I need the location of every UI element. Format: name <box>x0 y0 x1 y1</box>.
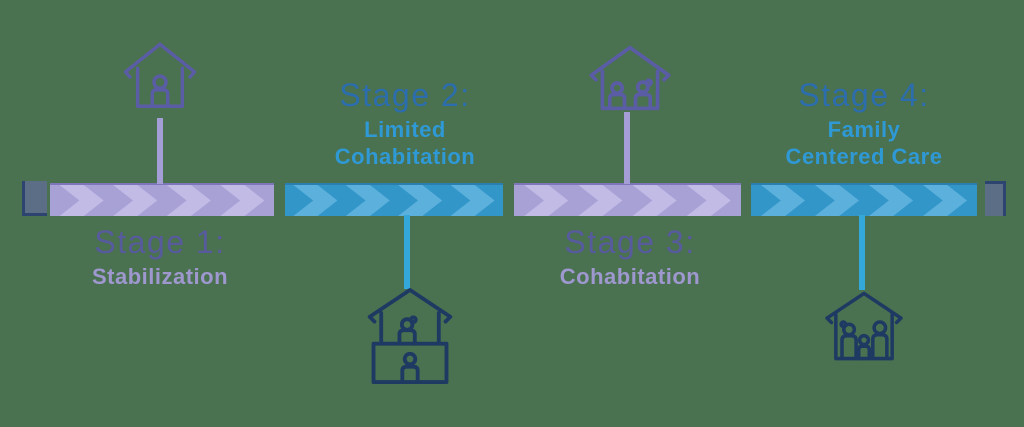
chevron-right-icon <box>59 185 104 216</box>
stage-2-label: Stage 2: Limited Cohabitation <box>335 77 475 170</box>
stage-4-subtitle-line-1: Family <box>827 117 901 142</box>
chevron-right-icon <box>761 185 805 216</box>
chevron-right-icon <box>398 185 443 216</box>
stage-4-title: Stage 4: <box>798 77 930 113</box>
stage-1-label: Stage 1: Stabilization <box>92 224 228 290</box>
stage-3-bar <box>514 183 741 216</box>
stage-4-connector <box>859 215 865 290</box>
timeline-end-cap <box>985 181 1006 216</box>
house-family-icon <box>820 288 908 364</box>
chevron-right-icon <box>923 185 967 216</box>
stage-1-connector <box>157 118 163 184</box>
stage-4-subtitle-line-2: Centered Care <box>785 144 943 169</box>
stage-2-connector <box>404 215 410 289</box>
house-two-children-icon <box>584 40 676 114</box>
stage-3-subtitle: Cohabitation <box>559 264 701 289</box>
chevron-right-icon <box>113 185 158 216</box>
chevron-right-icon <box>815 185 859 216</box>
stage-1-title: Stage 1: <box>94 224 226 260</box>
chevron-right-icon <box>345 185 390 216</box>
stage-2-title: Stage 2: <box>339 77 471 113</box>
chevron-right-icon <box>869 185 913 216</box>
chevron-right-icon <box>293 185 338 216</box>
stage-3-connector <box>624 112 630 184</box>
chevron-right-icon <box>632 185 677 216</box>
chevron-right-icon <box>524 185 569 216</box>
stage-3-label: Stage 3: Cohabitation <box>560 224 700 290</box>
stage-1-subtitle: Stabilization <box>91 264 229 289</box>
stage-2-subtitle-line-1: Limited <box>364 117 446 142</box>
stage-3-title: Stage 3: <box>564 224 696 260</box>
stage-1-bar <box>50 183 274 216</box>
house-split-floors-icon <box>362 286 458 386</box>
stage-4-label: Stage 4: Family Centered Care <box>786 77 943 170</box>
stage-4-bar <box>751 183 977 216</box>
chevron-right-icon <box>220 185 265 216</box>
chevron-right-icon <box>578 185 623 216</box>
stage-2-subtitle-line-2: Cohabitation <box>334 144 476 169</box>
chevron-right-icon <box>166 185 211 216</box>
chevron-right-icon <box>686 185 731 216</box>
chevron-right-icon <box>450 185 495 216</box>
timeline-start-cap <box>22 181 47 216</box>
house-single-person-icon <box>117 34 203 120</box>
stage-2-bar <box>285 183 503 216</box>
